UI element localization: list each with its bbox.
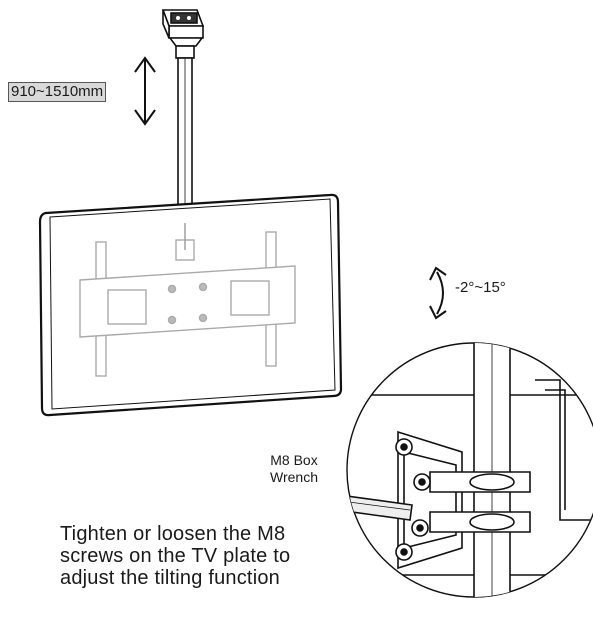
- wrench-label-line1: M8 Box: [270, 452, 318, 468]
- instruction-line3: adjust the tilting function: [60, 567, 280, 589]
- detail-view: [346, 342, 593, 598]
- tilt-range-label: -2°~15°: [455, 279, 506, 296]
- tilt-arrow: [429, 266, 447, 320]
- height-range-label: 910~1510mm: [8, 82, 107, 102]
- wrench-label: M8 Box Wrench: [270, 452, 318, 486]
- instruction-text: Tighten or loosen the M8 screws on the T…: [60, 523, 290, 589]
- instruction-line1: Tighten or loosen the M8: [60, 523, 286, 545]
- instruction-line2: screws on the TV plate to: [60, 545, 291, 567]
- ceiling-bracket: [161, 9, 205, 47]
- extension-pole: [175, 45, 195, 224]
- tv-plate: [79, 223, 296, 377]
- height-arrow: [134, 56, 156, 126]
- wrench-label-line2: Wrench: [270, 469, 318, 485]
